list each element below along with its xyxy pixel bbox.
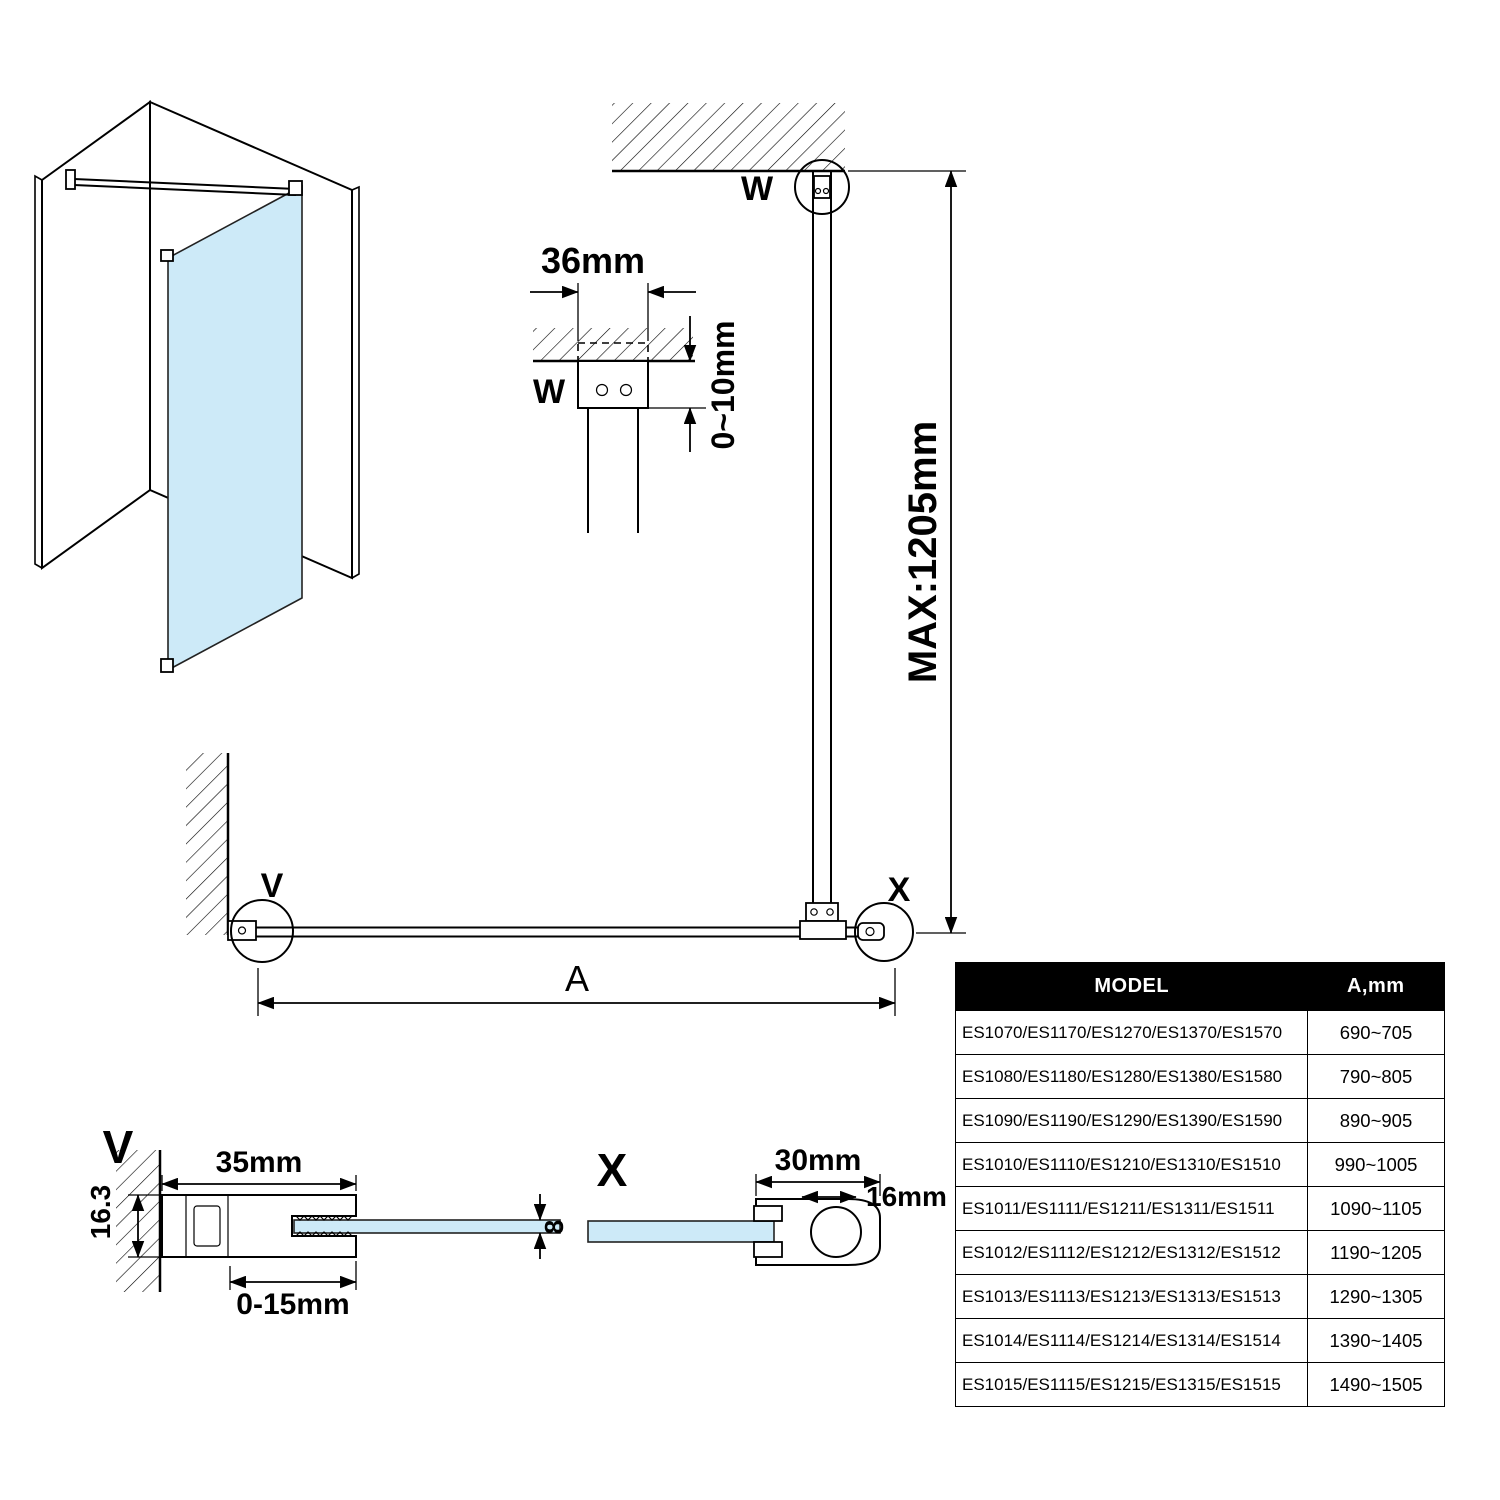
model-cell: ES1010/ES1110/ES1210/ES1310/ES1510 (955, 1142, 1308, 1187)
model-cell: ES1011/ES1111/ES1211/ES1311/ES1511 (955, 1186, 1308, 1231)
a-cell: 1190~1205 (1307, 1230, 1445, 1275)
a-cell: 790~805 (1307, 1054, 1445, 1099)
clamp-lip-bottom (753, 1241, 783, 1258)
table-header-model: MODEL (955, 962, 1308, 1011)
bracket-screw (595, 383, 609, 397)
model-cell: ES1015/ES1115/ES1215/ES1315/ES1515 (955, 1362, 1308, 1407)
wall-profile-section (161, 1194, 357, 1258)
detail-v-callout-circle (230, 899, 294, 963)
glass-top-fitting (160, 249, 174, 262)
glass-panel (167, 184, 303, 672)
clamp-lip-top (753, 1205, 783, 1222)
model-table: MODEL A,mm ES1070/ES1170/ES1270/ES1370/E… (955, 962, 1445, 1407)
support-bar-wall-mount (65, 169, 76, 190)
table-row: ES1070/ES1170/ES1270/ES1370/ES1570 690~7… (955, 1010, 1445, 1055)
glass-bottom-fitting (160, 658, 174, 673)
dim-profile-height-label: 16.3 (85, 1185, 116, 1240)
ceiling-bracket (813, 175, 831, 199)
a-cell: 1390~1405 (1307, 1318, 1445, 1363)
clamp-serration-top (295, 1215, 353, 1221)
table-row: ES1014/ES1114/ES1214/ES1314/ES1514 1390~… (955, 1318, 1445, 1363)
glass-section (293, 1219, 561, 1234)
foot-screw (826, 908, 834, 916)
glass-clamp (799, 920, 847, 940)
bracket-screw (814, 187, 822, 195)
table-row: ES1011/ES1111/ES1211/ES1311/ES1511 1090~… (955, 1186, 1445, 1231)
dim-holder-depth-label: 30mm (775, 1144, 862, 1177)
support-bar-glass-clamp (288, 180, 303, 196)
foot-screw (810, 908, 818, 916)
a-cell: 890~905 (1307, 1098, 1445, 1143)
bracket-body (577, 360, 649, 409)
glass-section (587, 1220, 775, 1243)
a-cell: 1090~1105 (1307, 1186, 1445, 1231)
table-row: ES1013/ES1113/ES1213/ES1313/ES1513 1290~… (955, 1274, 1445, 1319)
model-cell: ES1013/ES1113/ES1213/ES1313/ES1513 (955, 1274, 1308, 1319)
bracket-screw (619, 383, 633, 397)
dim-holder-width-label: 16mm (866, 1181, 947, 1212)
dim-max-height-label: MAX:1205mm (901, 421, 945, 683)
dim-bracket-width-label: 36mm (541, 240, 645, 281)
ceiling-hatch (612, 103, 845, 171)
isometric-shower-drawing (34, 100, 360, 673)
table-row: ES1090/ES1190/ES1290/ES1390/ES1590 890~9… (955, 1098, 1445, 1143)
table-row: ES1015/ES1115/ES1215/ES1315/ES1515 1490~… (955, 1362, 1445, 1407)
table-header-row: MODEL A,mm (955, 962, 1445, 1011)
model-cell: ES1014/ES1114/ES1214/ES1314/ES1514 (955, 1318, 1308, 1363)
detail-x-label: X (597, 1144, 628, 1196)
a-cell: 690~705 (1307, 1010, 1445, 1055)
holder-screw (865, 926, 875, 937)
support-bar-bottom (73, 184, 297, 196)
model-cell: ES1090/ES1190/ES1290/ES1390/ES1590 (955, 1098, 1308, 1143)
model-cell: ES1070/ES1170/ES1270/ES1370/ES1570 (955, 1010, 1308, 1055)
model-cell: ES1080/ES1180/ES1280/ES1380/ES1580 (955, 1054, 1308, 1099)
detail-w-callout-circle (794, 159, 850, 215)
dim-adjust-range-label: 0-15mm (236, 1288, 349, 1321)
a-cell: 990~1005 (1307, 1142, 1445, 1187)
ceiling-hatch (533, 328, 693, 361)
clamp-serration-bottom (295, 1231, 353, 1237)
wall-hatch (186, 753, 228, 935)
detail-w-label: W (533, 373, 566, 411)
detail-x-callout-circle (854, 902, 914, 962)
back-wall-edge (34, 174, 43, 569)
detail-v-view: V 16.3 35mm 8 0-15mm (85, 1121, 569, 1321)
table-row: ES1080/ES1180/ES1280/ES1380/ES1580 790~8… (955, 1054, 1445, 1099)
support-bar-top (73, 178, 297, 190)
a-cell: 1490~1505 (1307, 1362, 1445, 1407)
dim-glass-thickness-label: 8 (539, 1220, 569, 1234)
main-v-label: V (261, 867, 284, 905)
support-bar-section (810, 1206, 862, 1258)
main-view: W V X MAX:1205mm A (186, 103, 966, 1016)
detail-x-view: X 30mm 16mm (587, 1144, 947, 1266)
glass-end-holder (857, 922, 885, 941)
model-cell: ES1012/ES1112/ES1212/ES1312/ES1512 (955, 1230, 1308, 1275)
table-header-a: A,mm (1307, 962, 1445, 1011)
side-wall-edge (351, 185, 360, 579)
wall-profile-plan (227, 920, 257, 941)
a-cell: 1290~1305 (1307, 1274, 1445, 1319)
detail-w-view: 36mm W 0~10mm (530, 240, 741, 533)
bracket-screw (822, 187, 830, 195)
table-row: ES1010/ES1110/ES1210/ES1310/ES1510 990~1… (955, 1142, 1445, 1187)
dim-a-label: A (565, 958, 589, 999)
table-row: ES1012/ES1112/ES1212/ES1312/ES1512 1190~… (955, 1230, 1445, 1275)
dim-profile-width-label: 35mm (216, 1146, 303, 1179)
main-x-label: X (888, 871, 911, 909)
back-wall (41, 100, 151, 570)
main-w-label: W (741, 170, 774, 208)
profile-screw (237, 926, 247, 935)
profile-screw-channel (193, 1205, 221, 1247)
dim-ceiling-gap-label: 0~10mm (705, 321, 741, 450)
